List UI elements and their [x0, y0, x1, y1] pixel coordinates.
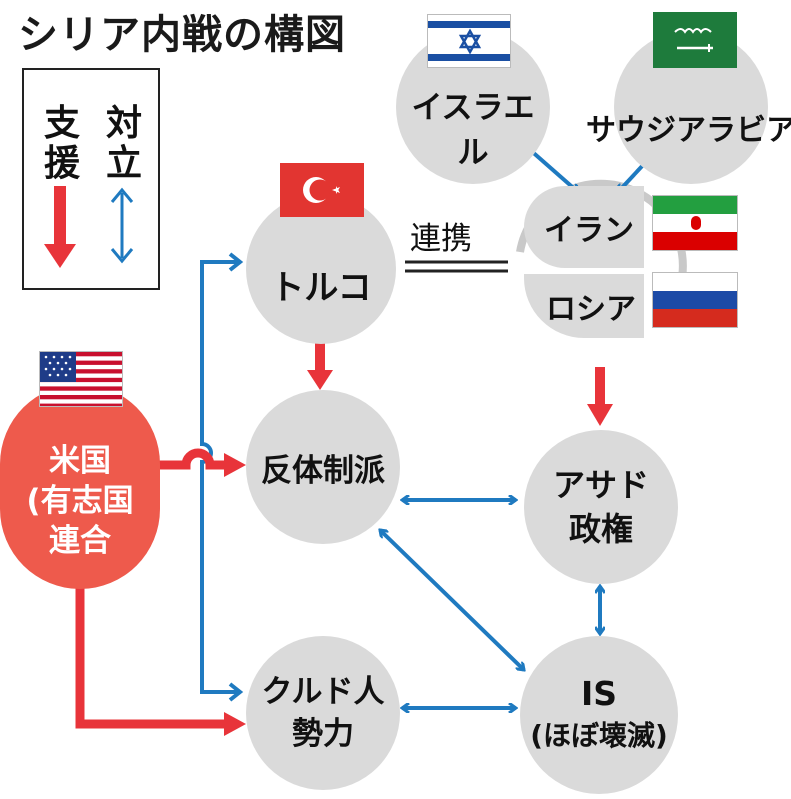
node-is: IS (ほぼ壊滅)	[520, 636, 678, 794]
is-label-line2: (ほぼ壊滅)	[530, 719, 668, 752]
turkey-label: トルコ	[270, 267, 372, 308]
kurds-label-line2: 勢力	[292, 716, 354, 752]
iran-flag-icon	[652, 195, 738, 251]
diagram-title: シリア内戦の構図	[18, 12, 346, 58]
conflict-rebels-is	[380, 530, 524, 670]
saudi-label: サウジアラビア	[586, 113, 791, 148]
turkey-flag-icon	[280, 163, 364, 217]
support-us-rebels-head	[224, 453, 246, 477]
node-us-coalition: 米国 (有志国 連合	[0, 384, 160, 589]
support-us-kurds-head	[224, 712, 246, 736]
russia-label: ロシア	[546, 292, 636, 327]
us-blue-bracket-head-kurds	[228, 682, 244, 702]
alliance-label: 連携	[410, 221, 472, 257]
node-turkey: トルコ	[246, 194, 396, 344]
legend-conflict-label: 対立	[105, 103, 142, 184]
legend-support-label: 支援	[43, 103, 80, 184]
assad-label-line1: アサド	[552, 466, 649, 504]
node-israel: イスラエル	[396, 30, 550, 184]
us-label-line2: (有志国	[26, 482, 134, 519]
us-blue-bracket	[200, 260, 240, 694]
node-iran: イラン	[524, 186, 644, 268]
legend-conflict-arrowhead-down	[110, 248, 134, 264]
russia-flag-icon	[652, 272, 738, 328]
kurds-label-line1: クルド人	[261, 674, 385, 710]
legend-conflict-arrowhead-up	[110, 187, 134, 203]
support-russia-assad-head	[587, 404, 613, 426]
israel-flag-icon	[427, 14, 511, 68]
support-turkey-rebels-head	[307, 370, 333, 390]
support-us-rebels	[158, 448, 226, 470]
assad-label-line2: 政権	[568, 510, 633, 548]
node-assad-regime: アサド 政権	[524, 430, 678, 584]
usa-flag-icon	[39, 351, 123, 407]
israel-label: イスラエル	[411, 90, 535, 171]
rebels-label: 反体制派	[261, 452, 385, 489]
node-kurds: クルド人 勢力	[246, 636, 400, 790]
support-us-kurds	[75, 585, 226, 729]
node-rebels: 反体制派	[246, 390, 400, 544]
legend-arrows	[44, 186, 134, 268]
is-label-line1: IS	[580, 674, 618, 713]
legend-box: 支援 対立	[22, 68, 160, 290]
saudi-arabia-flag-icon	[653, 12, 737, 68]
us-label-line1: 米国	[49, 442, 111, 479]
us-label-line3: 連合	[49, 522, 111, 559]
legend-support-arrowhead	[44, 244, 76, 268]
iran-label: イラン	[544, 213, 634, 248]
us-blue-bracket-head-turkey	[228, 252, 244, 272]
